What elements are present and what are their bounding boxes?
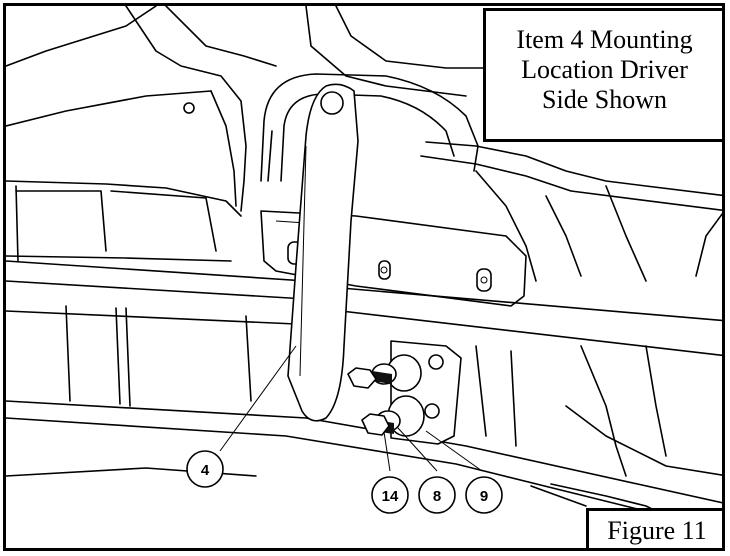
left-frame-panels (6, 180, 242, 262)
title-line-1: Item 4 Mounting (516, 25, 693, 54)
title-box: Item 4 Mounting Location Driver Side Sho… (483, 8, 722, 142)
right-body-contour (475, 170, 722, 517)
title-line-3: Side Shown (542, 85, 667, 114)
title-line-2: Location Driver (521, 55, 688, 84)
figure-label: Figure 11 (586, 508, 722, 548)
callout-balloon-8: 8 (418, 476, 456, 514)
callout-label-9: 9 (480, 488, 488, 505)
bracket-item-4 (287, 83, 359, 422)
frame-rails (6, 260, 722, 531)
bolt-hardware (347, 340, 462, 445)
figure-frame: 4 14 8 9 Item 4 Mounting Location Driver… (3, 3, 725, 551)
callout-label-4: 4 (201, 462, 210, 479)
leader-lines (219, 345, 483, 472)
callout-balloon-4: 4 (186, 450, 224, 488)
upper-body-contour (6, 6, 722, 212)
callout-balloon-14: 14 (371, 476, 409, 514)
technical-drawing: 4 14 8 9 (6, 6, 722, 531)
callout-label-8: 8 (433, 488, 441, 505)
callout-label-14: 14 (382, 488, 399, 505)
callout-balloon-9: 9 (465, 476, 503, 514)
u-bolt-loop (260, 73, 479, 182)
